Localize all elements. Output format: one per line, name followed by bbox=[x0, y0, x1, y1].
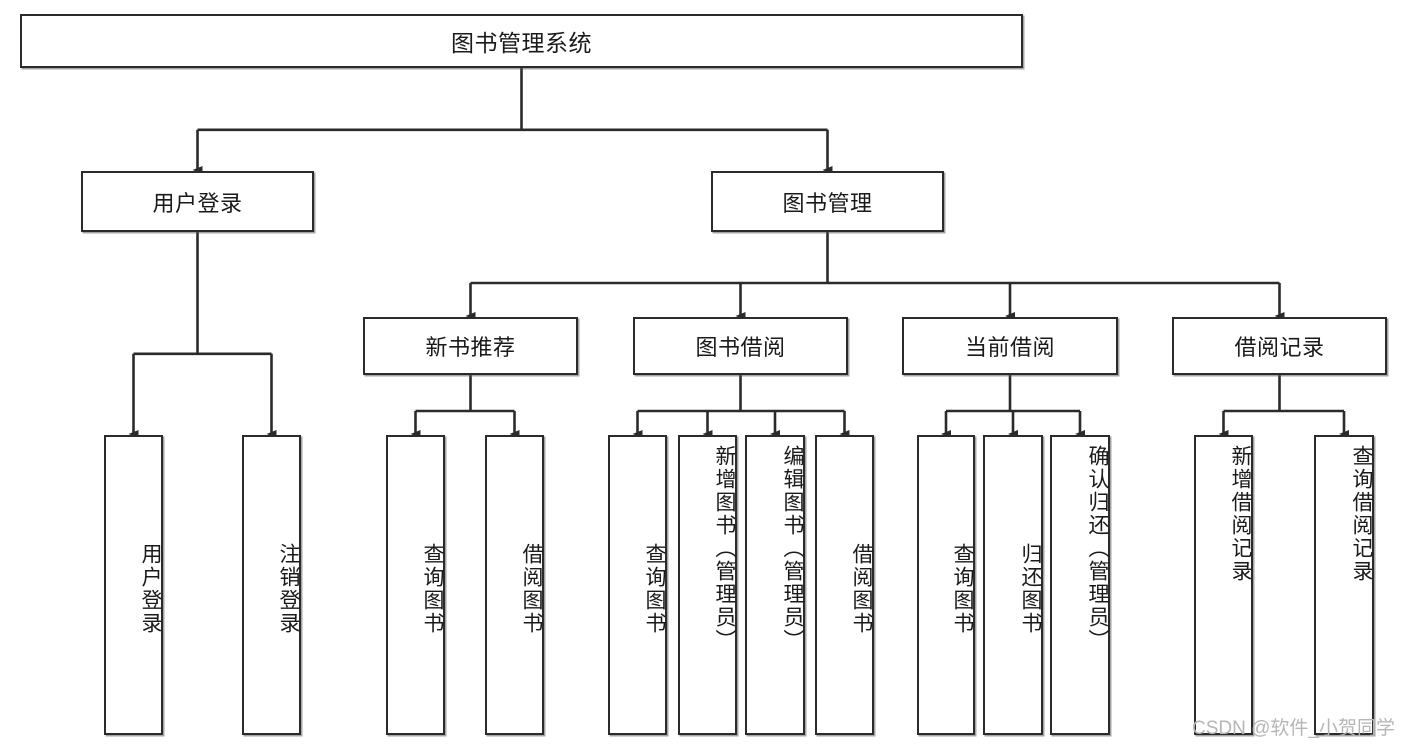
node-label: 图书管理 bbox=[782, 190, 873, 216]
node-label: 查询图书 bbox=[643, 543, 666, 635]
node-leaf-cur-1[interactable]: 查询图书 bbox=[917, 435, 975, 735]
node-leaf-cur-2[interactable]: 归还图书 bbox=[983, 435, 1043, 735]
node-label: 新增借阅记录 bbox=[1229, 445, 1252, 583]
node-leaf-login-1[interactable]: 用户登录 bbox=[104, 435, 163, 735]
node-bookmgmt[interactable]: 图书管理 bbox=[711, 171, 944, 232]
node-label: 借阅记录 bbox=[1234, 335, 1325, 360]
node-label: 查询图书 bbox=[421, 543, 444, 635]
node-label: 查询图书 bbox=[951, 543, 974, 635]
node-label: 用户登录 bbox=[152, 190, 243, 216]
node-label: 查询借阅记录 bbox=[1350, 445, 1373, 583]
node-leaf-cur-3[interactable]: 确认归还（管理员） bbox=[1050, 435, 1110, 735]
node-leaf-new-2[interactable]: 借阅图书 bbox=[485, 435, 544, 735]
node-label: 注销登录 bbox=[277, 543, 300, 635]
node-label: 确认归还（管理员） bbox=[1086, 445, 1109, 652]
node-leaf-borrow-1[interactable]: 查询图书 bbox=[608, 435, 667, 735]
watermark-text: CSDN @软件_小贺同学 bbox=[1192, 718, 1395, 739]
node-current[interactable]: 当前借阅 bbox=[902, 317, 1118, 375]
node-label: 用户登录 bbox=[139, 543, 162, 635]
node-label: 归还图书 bbox=[1019, 543, 1042, 635]
node-newbook[interactable]: 新书推荐 bbox=[363, 317, 578, 375]
node-login[interactable]: 用户登录 bbox=[81, 171, 314, 232]
node-label: 编辑图书（管理员） bbox=[781, 445, 804, 652]
node-label: 借阅图书 bbox=[520, 543, 543, 635]
node-label: 新书推荐 bbox=[425, 335, 516, 360]
node-label: 当前借阅 bbox=[964, 335, 1055, 360]
node-borrow[interactable]: 图书借阅 bbox=[633, 317, 848, 375]
node-leaf-login-2[interactable]: 注销登录 bbox=[242, 435, 301, 735]
node-leaf-rec-1[interactable]: 新增借阅记录 bbox=[1194, 435, 1253, 735]
node-leaf-borrow-2[interactable]: 新增图书（管理员） bbox=[678, 435, 737, 735]
node-leaf-borrow-4[interactable]: 借阅图书 bbox=[815, 435, 874, 735]
node-label: 图书借阅 bbox=[695, 335, 786, 360]
node-leaf-borrow-3[interactable]: 编辑图书（管理员） bbox=[745, 435, 805, 735]
node-label: 图书管理系统 bbox=[451, 30, 592, 56]
node-label: 借阅图书 bbox=[850, 543, 873, 635]
node-root[interactable]: 图书管理系统 bbox=[20, 14, 1023, 68]
node-records[interactable]: 借阅记录 bbox=[1172, 317, 1387, 375]
node-leaf-rec-2[interactable]: 查询借阅记录 bbox=[1314, 435, 1374, 735]
node-leaf-new-1[interactable]: 查询图书 bbox=[386, 435, 445, 735]
node-label: 新增图书（管理员） bbox=[713, 445, 736, 652]
